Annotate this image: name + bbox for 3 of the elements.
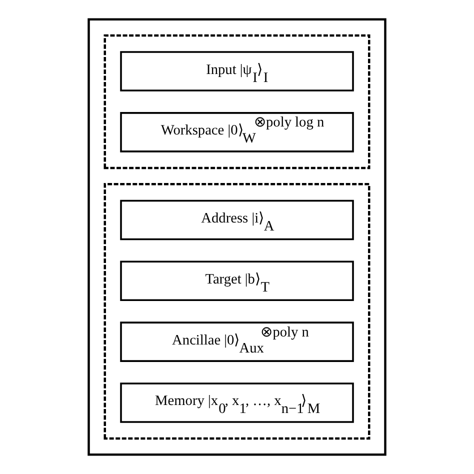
cluster (104, 34, 370, 170)
cluster (88, 18, 386, 456)
cluster (104, 183, 370, 440)
